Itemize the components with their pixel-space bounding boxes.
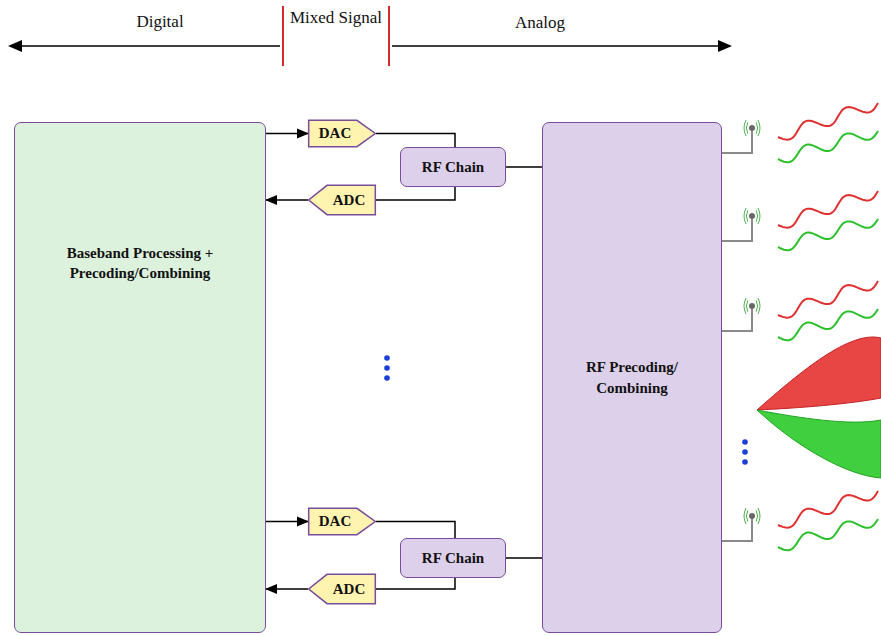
node-text: RF Chain (422, 548, 484, 568)
dac-block: DAC (308, 120, 376, 147)
antenna-signal (758, 208, 760, 224)
antenna-feed (722, 519, 752, 541)
signal-connector (506, 166, 542, 168)
boundary-bar (282, 6, 284, 66)
radiated-wave (778, 191, 878, 228)
arrow-head (718, 40, 732, 52)
domain-arrow (14, 45, 280, 47)
antenna-signal (756, 210, 757, 221)
rf-chain-box: RF Chain (400, 538, 506, 578)
signal-connector (266, 588, 308, 590)
arrow-head (8, 40, 22, 52)
pentagon-shape (309, 574, 376, 603)
signal-connector (266, 521, 308, 523)
antenna-tip (749, 303, 755, 309)
node-text: Baseband Processing + Precoding/Combinin… (40, 243, 240, 284)
pentagon-shape (309, 120, 376, 146)
radiated-wave (778, 219, 878, 250)
adc-block: ADC (308, 185, 376, 215)
node-text: ADC (333, 190, 366, 210)
antenna-feed (722, 131, 752, 153)
radiated-wave (778, 519, 878, 550)
baseband-box: Baseband Processing + Precoding/Combinin… (14, 122, 266, 633)
domain-label: Analog (480, 9, 600, 36)
node-text: RF Chain (422, 157, 484, 177)
dac-block: DAC (308, 508, 376, 535)
node-text: ADC (333, 579, 366, 599)
antenna-signal (758, 120, 760, 136)
node-text: RF Precoding/ Combining (557, 357, 707, 398)
antenna-signal (746, 122, 747, 133)
radiated-wave (778, 131, 878, 162)
beam-lobe (757, 337, 881, 410)
rf-chain-box: RF Chain (400, 147, 506, 187)
antenna-signal (744, 120, 746, 136)
antenna-signal (746, 210, 747, 221)
antenna-feed (722, 219, 752, 241)
node-text: DAC (319, 123, 352, 143)
antenna-tip (749, 213, 755, 219)
antenna-signal (744, 508, 746, 524)
pentagon-shape (309, 185, 376, 214)
radiated-wave (778, 281, 878, 318)
signal-connector (376, 578, 455, 589)
antenna-signal (758, 298, 760, 314)
antenna-tip (749, 513, 755, 519)
antenna-signal (744, 298, 746, 314)
signal-connector (376, 134, 455, 148)
antenna-signal (746, 510, 747, 521)
adc-block: ADC (308, 574, 376, 604)
antenna-signal (746, 300, 747, 311)
rf-precoding-box: RF Precoding/ Combining (542, 122, 722, 633)
radiated-wave (778, 103, 878, 140)
antenna-tip (749, 125, 755, 131)
domain-arrow (392, 45, 726, 47)
antenna-signal (756, 510, 757, 521)
radiated-wave (778, 309, 878, 340)
signal-connector (506, 557, 542, 559)
signal-connector (266, 199, 308, 201)
antenna-signal (758, 508, 760, 524)
pentagon-shape (309, 508, 376, 534)
boundary-bar (388, 6, 390, 66)
domain-label: Mixed Signal (288, 4, 384, 31)
antenna-signal (756, 122, 757, 133)
signal-connector (266, 133, 308, 135)
antenna-signal (744, 208, 746, 224)
node-text: DAC (319, 511, 352, 531)
signal-connector (376, 522, 455, 539)
antenna-feed (722, 309, 752, 331)
beam-lobe (757, 410, 881, 478)
signal-connector (376, 187, 455, 200)
radiated-wave (778, 491, 878, 528)
domain-label: Digital (100, 8, 220, 35)
antenna-signal (756, 300, 757, 311)
